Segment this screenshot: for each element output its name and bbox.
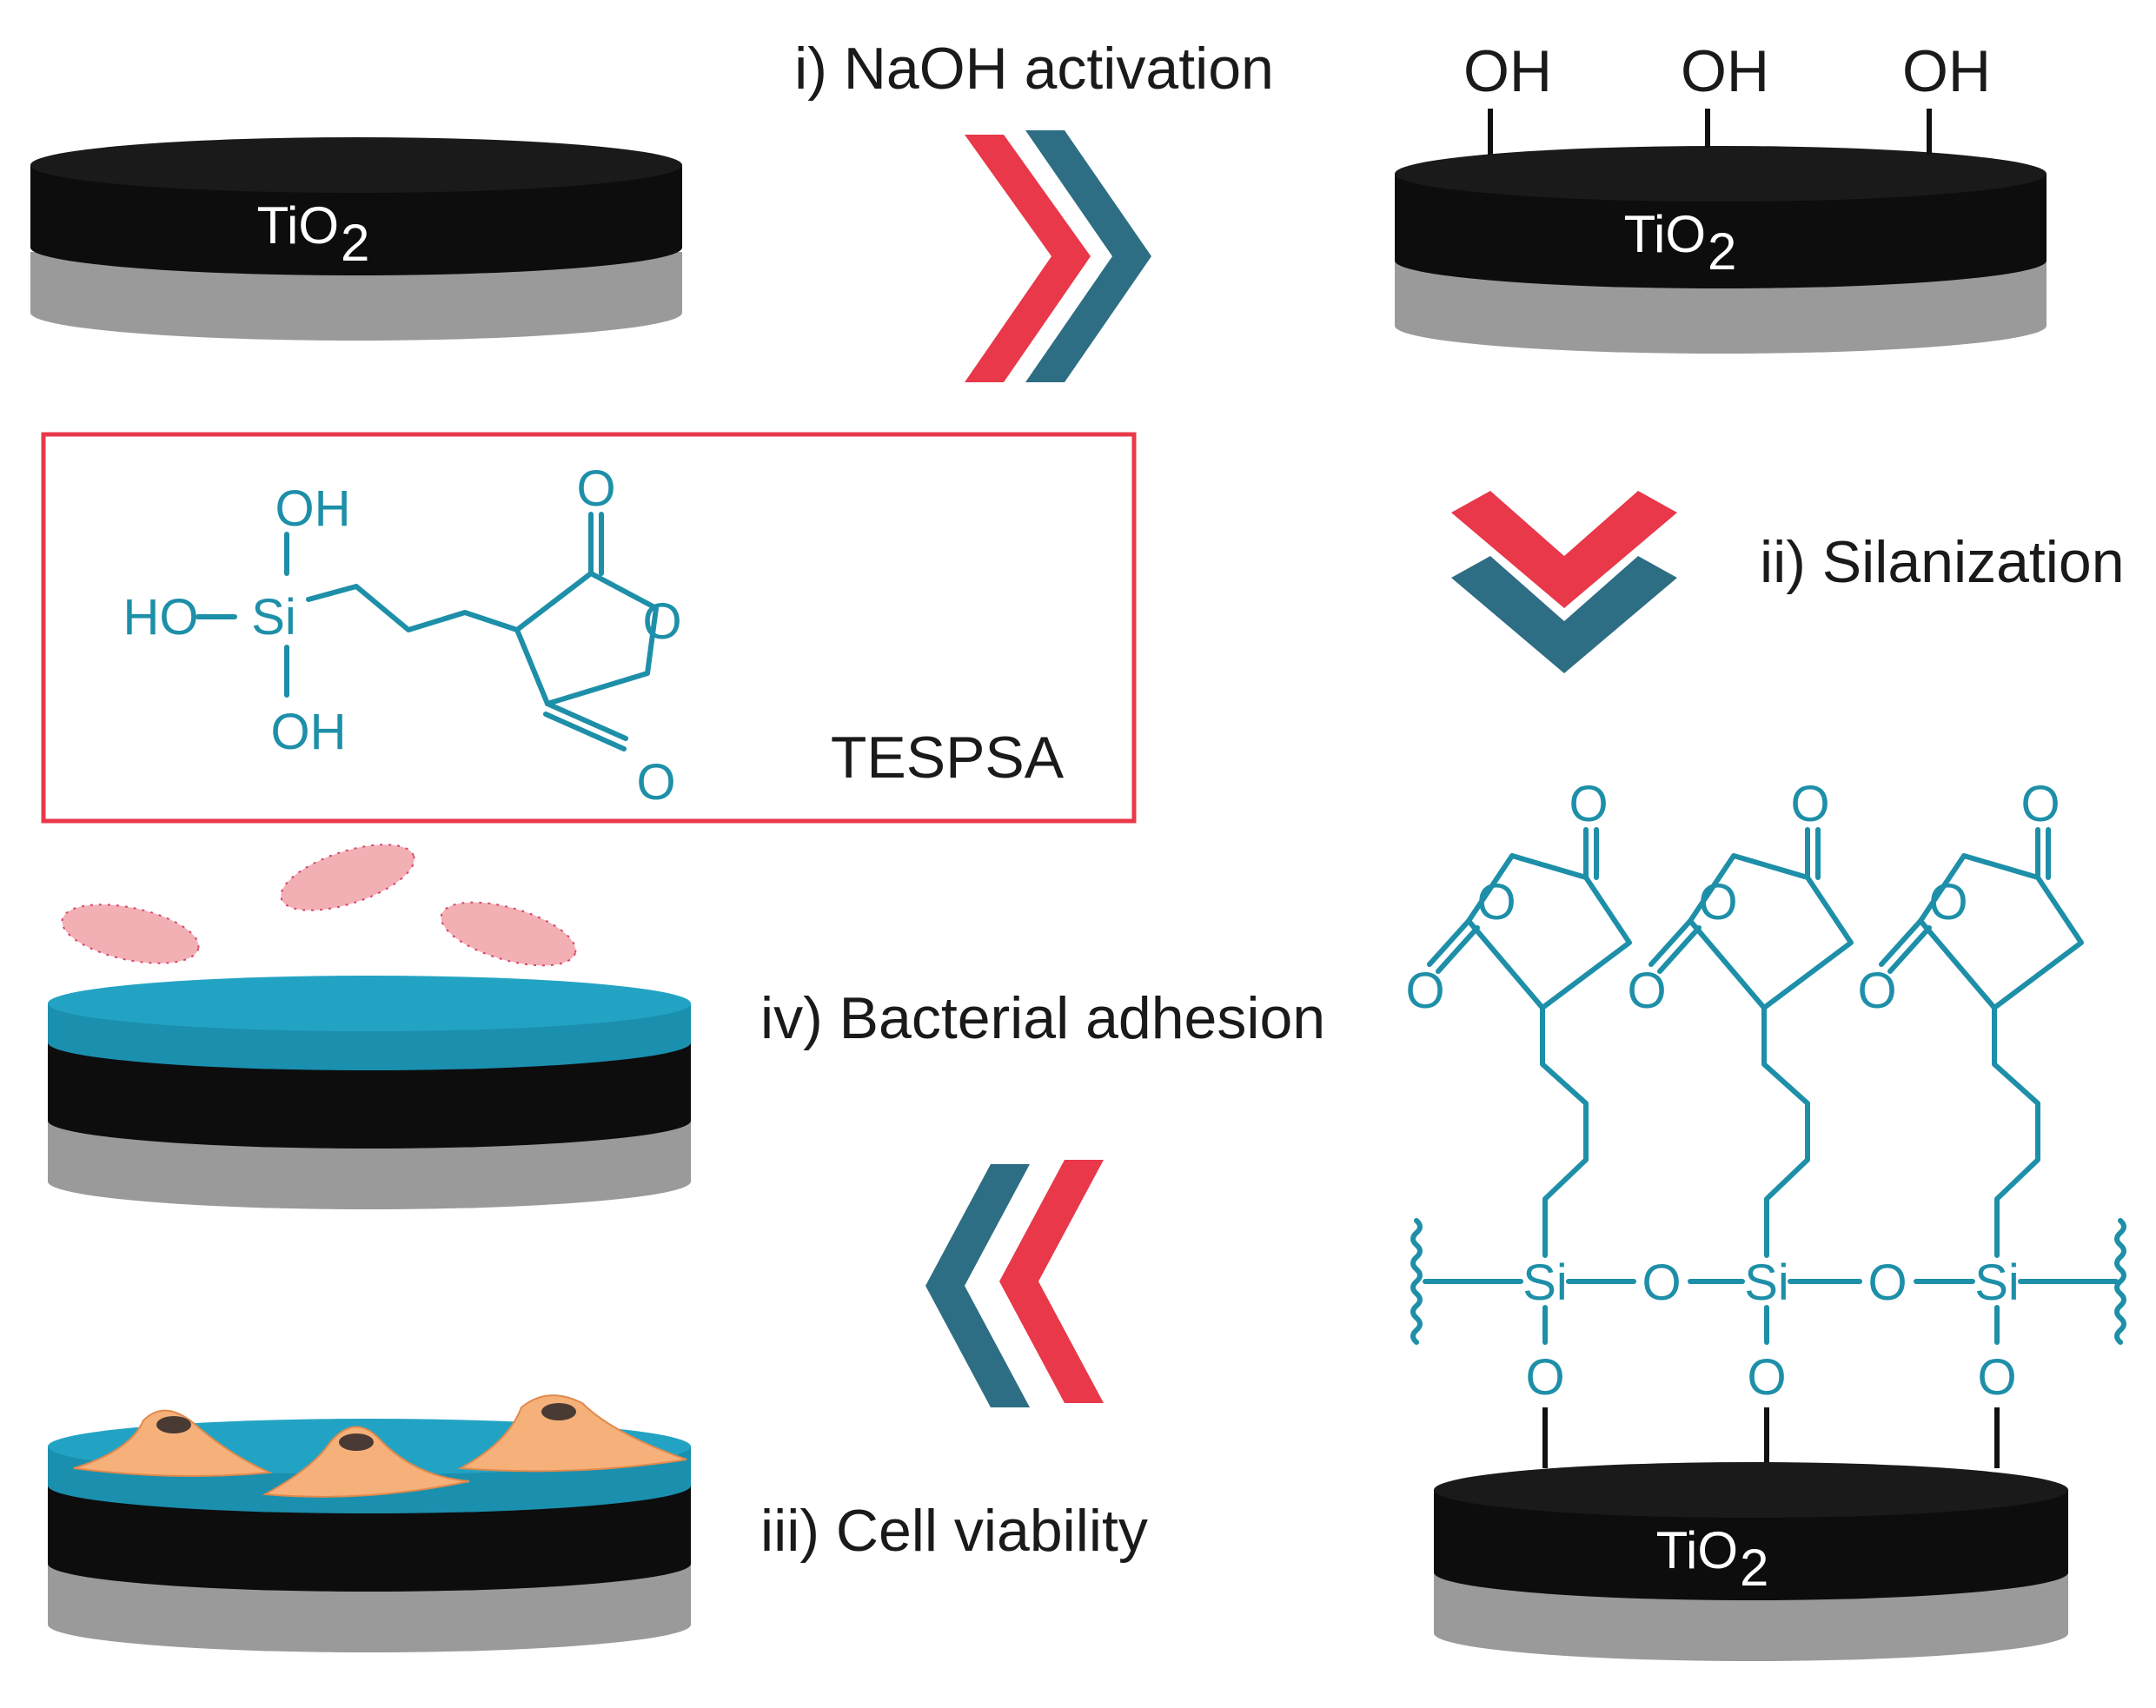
chain-2-carbonyl-o2: O <box>1627 963 1666 1019</box>
bacterium-2 <box>280 844 415 911</box>
tespsa-label: TESPSA <box>831 725 1065 791</box>
step-3-label: iii) Cell viability <box>760 1498 1148 1564</box>
anhydride-chain-1: O O O <box>1405 776 1632 1258</box>
tio2-label: TiO <box>257 196 339 255</box>
cell-3 <box>457 1394 687 1473</box>
tio2-subscript: 2 <box>1740 1539 1768 1597</box>
tio2-label: TiO <box>1656 1521 1738 1579</box>
step-1-label: i) NaOH activation <box>794 36 1274 102</box>
tio2-subscript: 2 <box>341 214 369 272</box>
chain-1-carbonyl-o: O <box>1569 776 1608 832</box>
step-4-label: iv) Bacterial adhesion <box>760 985 1325 1051</box>
anhydride-chain-3: O O O <box>1857 776 2084 1258</box>
anchor-oxygen-1: O <box>1525 1349 1564 1406</box>
silanol-oh-top: OH <box>275 480 351 537</box>
anchor-oxygen-2: O <box>1747 1349 1786 1406</box>
carbonyl-oxygen-bottom: O <box>636 754 675 811</box>
anchor-3: O <box>1977 1305 2017 1468</box>
cell-1 <box>73 1409 273 1477</box>
hydroxyl-label-1: OH <box>1463 38 1552 104</box>
step-2-label: ii) Silanization <box>1760 529 2125 595</box>
anchor-2: O <box>1747 1305 1787 1466</box>
tio2-disk-bare: TiO 2 <box>30 137 682 341</box>
backbone-si-3: Si <box>1974 1255 2020 1311</box>
backbone-si-1: Si <box>1522 1255 1568 1311</box>
carbonyl-oxygen-top: O <box>576 460 615 517</box>
chain-1-ring-o: O <box>1476 874 1516 930</box>
chain-2-ring-o: O <box>1698 874 1737 930</box>
silicon-atom: Si <box>251 589 296 645</box>
bacterium-3 <box>440 901 577 967</box>
tio2-subscript: 2 <box>1708 222 1736 281</box>
ring-oxygen: O <box>642 593 681 650</box>
silanol-oh-bottom: OH <box>271 704 347 760</box>
anchor-1: O <box>1525 1305 1565 1468</box>
hydroxyl-label-2: OH <box>1681 38 1769 104</box>
tio2-disk-silanized: TiO 2 <box>1434 1462 2068 1661</box>
tio2-disk-activated: OH OH OH TiO 2 <box>1395 38 2047 354</box>
backbone-si-2: Si <box>1744 1255 1789 1311</box>
chain-3-carbonyl-o2: O <box>1857 963 1896 1019</box>
silanol-ho-left: HO <box>123 589 199 645</box>
hydroxyl-label-3: OH <box>1902 38 1991 104</box>
down-chevron-arrow-icon <box>1451 491 1677 673</box>
wavy-bond-right-icon <box>2114 1218 2126 1345</box>
forward-chevron-arrow-icon <box>965 130 1151 382</box>
anhydride-chain-2: O O O <box>1627 776 1854 1258</box>
cell-2 <box>262 1426 470 1498</box>
silane-network: Si O Si O Si O O O O O <box>1405 776 2126 1468</box>
backbone-o-2: O <box>1867 1255 1907 1311</box>
mammalian-cells <box>73 1394 687 1498</box>
backward-chevron-arrow-icon <box>925 1160 1104 1407</box>
wavy-bond-left-icon <box>1410 1218 1423 1345</box>
chain-2-carbonyl-o: O <box>1790 776 1829 832</box>
bacterium-1 <box>61 904 200 964</box>
anchor-oxygen-3: O <box>1977 1349 2016 1406</box>
tio2-label: TiO <box>1624 205 1706 263</box>
chain-3-carbonyl-o: O <box>2020 776 2060 832</box>
chain-3-ring-o: O <box>1928 874 1967 930</box>
coated-disk-bacteria <box>48 976 691 1209</box>
backbone-o-1: O <box>1642 1255 1681 1311</box>
bacteria-group <box>61 844 577 967</box>
chain-1-carbonyl-o2: O <box>1405 963 1444 1019</box>
tespsa-structure-box: OH HO Si OH O O O TESPSA <box>41 432 1137 824</box>
